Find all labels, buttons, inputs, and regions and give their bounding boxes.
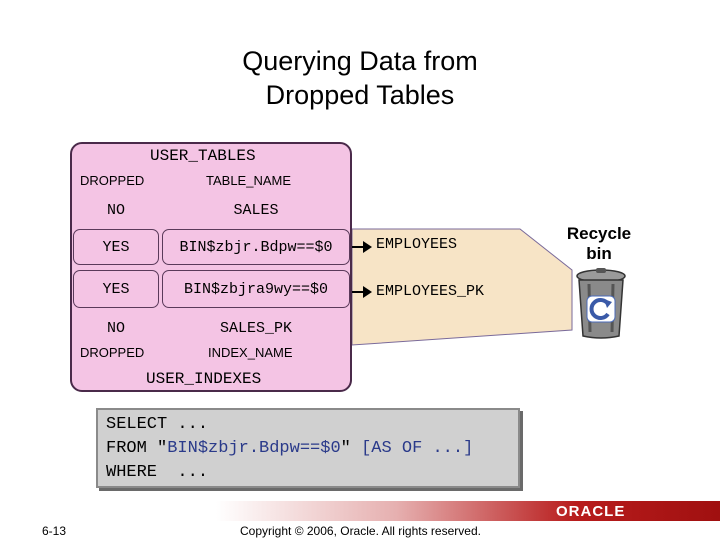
table-row-1-dropped: NO (106, 201, 125, 219)
recycle-bin-label: Recycle bin (556, 224, 642, 264)
indexes-dropped-header: DROPPED (80, 345, 145, 360)
user-tables-caption: USER_TABLES (150, 147, 256, 165)
index-row-dropped: NO (106, 319, 125, 337)
table-row-1-name: SALES (233, 201, 279, 219)
table-row-2-name: BIN$zbjr.Bdpw==$0 (162, 229, 350, 265)
table-row-2-dropped: YES (73, 229, 159, 265)
footer-bar (0, 501, 720, 521)
recycle-bin-label-line-1: Recycle (566, 224, 632, 243)
recycle-bin-icon (576, 268, 626, 339)
title-line-1: Querying Data from (242, 46, 478, 76)
table-row-3-dropped: YES (73, 270, 159, 308)
slide-title: Querying Data from Dropped Tables (200, 44, 520, 112)
dictionary-views-panel (70, 142, 352, 392)
sql-line-2-as-of: [AS OF ...] (361, 439, 474, 458)
slide-number: 6-13 (42, 524, 67, 538)
recycle-bin-label-line-2: bin (586, 244, 612, 263)
original-object-name-1: EMPLOYEES (376, 236, 458, 253)
table-row-3-name: BIN$zbjra9wy==$0 (162, 270, 350, 308)
original-object-name-2: EMPLOYEES_PK (376, 283, 485, 300)
arrow-right-icon (352, 286, 372, 298)
sql-line-1: SELECT ... (106, 415, 209, 434)
copyright-notice: Copyright © 2006, Oracle. All rights res… (240, 524, 481, 538)
sql-line-2-bin-name: BIN$zbjr.Bdpw==$0 (167, 439, 341, 458)
index-name-header: INDEX_NAME (208, 345, 293, 360)
arrow-right-icon (352, 241, 372, 253)
tables-dropped-header: DROPPED (80, 173, 145, 188)
title-line-2: Dropped Tables (265, 80, 455, 110)
oracle-logo: ORACLE (556, 503, 626, 520)
sql-line-2-from: FROM " (106, 439, 168, 458)
sql-line-3: WHERE ... (106, 463, 209, 482)
index-row-name: SALES_PK (219, 319, 292, 337)
sql-line-2-quote: " (340, 439, 362, 458)
table-name-header: TABLE_NAME (206, 173, 292, 188)
user-indexes-caption: USER_INDEXES (146, 370, 262, 388)
sql-query-box: SELECT ... FROM "BIN$zbjr.Bdpw==$0" [AS … (96, 408, 520, 488)
